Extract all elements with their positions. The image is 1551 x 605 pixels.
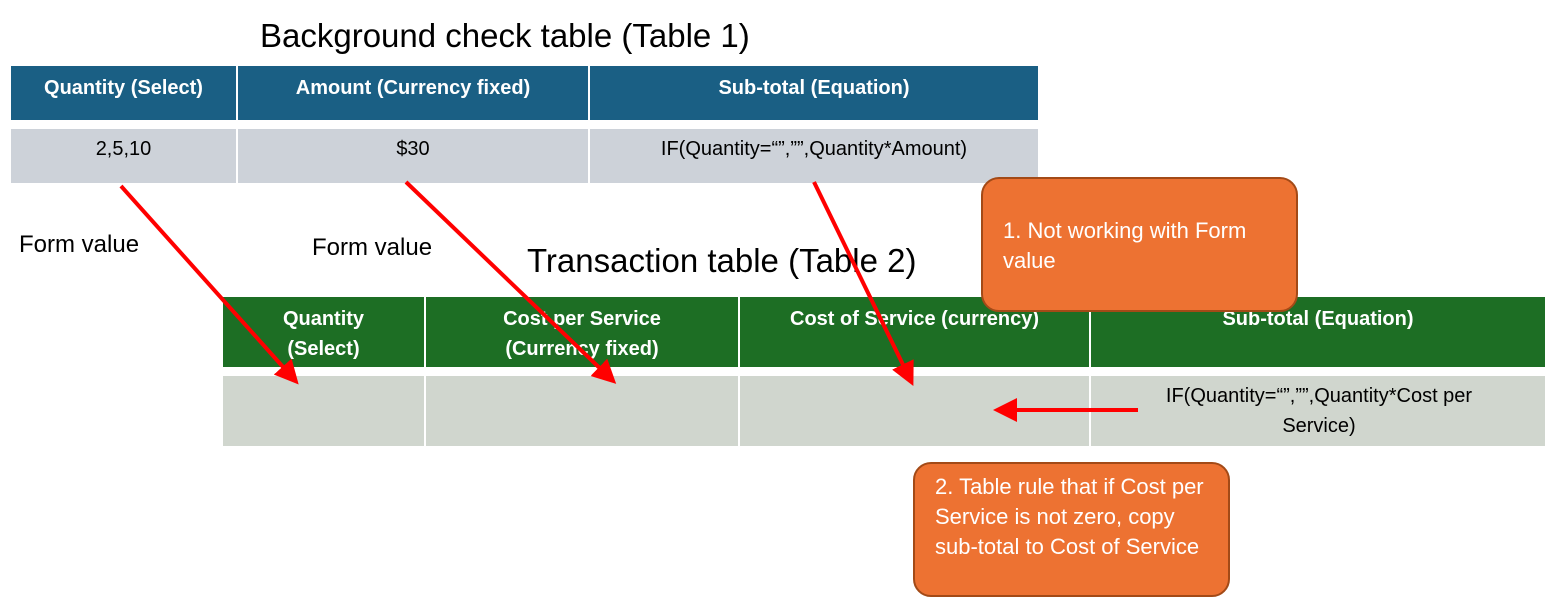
header-line: Cost per Service(Currency fixed) (503, 308, 661, 360)
table2-cell-subtotal: IF(Quantity=“”,””,Quantity*Cost per Serv… (1091, 376, 1547, 448)
table2-cell-quantity (223, 376, 426, 448)
table1-cell-subtotal: IF(Quantity=“”,””,Quantity*Amount) (590, 129, 1040, 185)
table2-header-cost-per-service: Cost per Service(Currency fixed) (426, 297, 740, 369)
transaction-table: Quantity(Select) Cost per Service(Curren… (223, 297, 1547, 448)
form-value-label: Form value (312, 234, 433, 261)
table1-title: Background check table (Table 1) (260, 17, 750, 54)
table1-header-quantity: Quantity (Select) (11, 66, 238, 122)
table2-header-quantity: Quantity(Select) (223, 297, 426, 369)
table2-cell-cost-per-service (426, 376, 740, 448)
table1-header-amount: Amount (Currency fixed) (238, 66, 590, 122)
background-check-table: Quantity (Select) Amount (Currency fixed… (11, 66, 1040, 185)
table1-cell-quantity: 2,5,10 (11, 129, 238, 185)
table2-cell-cost-of-service (740, 376, 1091, 448)
table1-header-subtotal: Sub-total (Equation) (590, 66, 1040, 122)
form-value-label: Form value (19, 231, 140, 258)
callout-table-rule: 2. Table rule that if Cost per Service i… (913, 462, 1230, 597)
callout-not-working: 1. Not working with Form value (981, 177, 1298, 312)
table1-cell-amount: $30 (238, 129, 590, 185)
header-line: Quantity(Select) (282, 308, 365, 360)
table2-title: Transaction table (Table 2) (527, 242, 917, 279)
